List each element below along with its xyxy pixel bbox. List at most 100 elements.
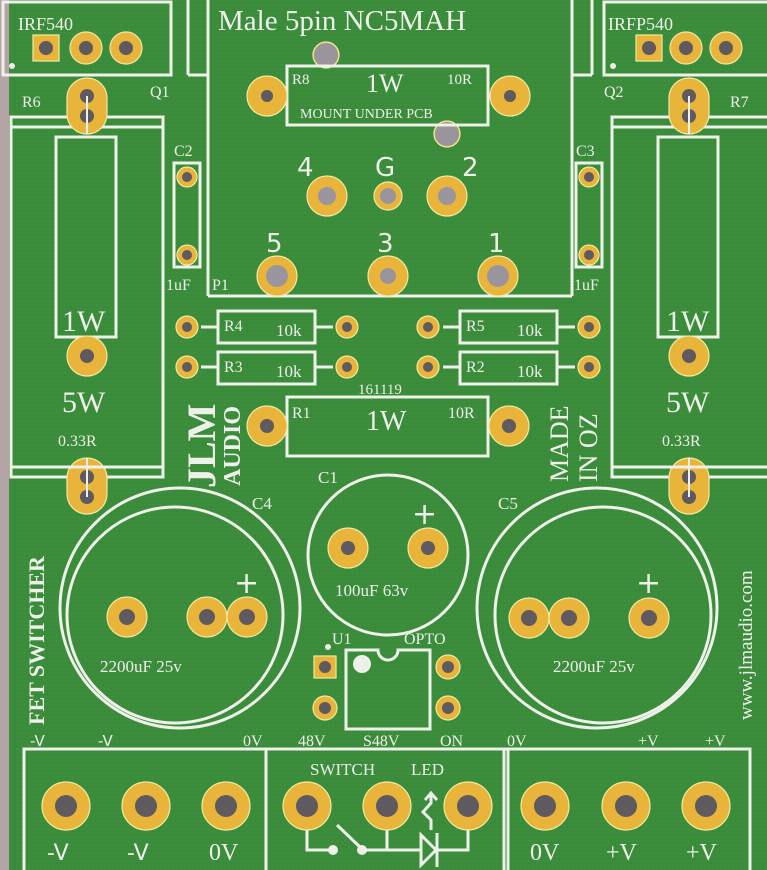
top-label-0v-2: 0V bbox=[507, 733, 527, 750]
r7-value-label: 0.33R bbox=[662, 433, 701, 450]
terminal-top-labels: -V -V 0V 48V S48V ON 0V +V +V bbox=[30, 732, 726, 750]
terminal-label-neg-v-2: -V bbox=[127, 841, 149, 866]
terminal-label-0v-right: 0V bbox=[530, 840, 560, 866]
made-in-label: MADE IN OZ bbox=[545, 405, 603, 482]
c3-footprint: C3 1uF bbox=[574, 143, 604, 294]
r3-value-label: 10k bbox=[276, 362, 302, 381]
top-label-48v: 48V bbox=[298, 733, 326, 750]
top-label-s48v: S48V bbox=[363, 733, 400, 750]
c5-value-label: 2200uF 25v bbox=[553, 657, 635, 676]
c5-ref-label: C5 bbox=[498, 494, 518, 513]
top-label-pos-v-1: +V bbox=[638, 733, 659, 750]
pin-3-label: 3 bbox=[377, 229, 394, 259]
u1-ref-label: U1 bbox=[332, 631, 352, 648]
top-label-0v-1: 0V bbox=[243, 733, 263, 750]
r2-footprint: R2 10k bbox=[416, 350, 601, 386]
r7-power-small-label: 1W bbox=[666, 305, 710, 338]
r8-power-label: 1W bbox=[366, 69, 404, 98]
q1-footprint: IRF540 Q1 bbox=[1, 0, 173, 101]
r6-power-big-label: 5W bbox=[62, 386, 106, 419]
switch-label: SWITCH bbox=[310, 760, 375, 779]
r1-value-label: 10R bbox=[448, 405, 475, 422]
r5-ref-label: R5 bbox=[466, 318, 485, 335]
top-label-on: ON bbox=[440, 733, 464, 750]
top-label-pos-v-2: +V bbox=[705, 733, 726, 750]
pin-4-label: 4 bbox=[297, 153, 314, 183]
c3-ref-label: C3 bbox=[576, 143, 595, 160]
c2-footprint: C2 1uF bbox=[166, 143, 202, 294]
c3-value-label: 1uF bbox=[574, 277, 599, 294]
r6-power-small-label: 1W bbox=[62, 305, 106, 338]
soldermask bbox=[9, 0, 767, 870]
c5-footprint: C5 + 2200uF 25v bbox=[475, 486, 719, 730]
r3-footprint: R3 10k bbox=[175, 350, 359, 386]
r2-ref-label: R2 bbox=[466, 359, 485, 376]
r6-value-label: 0.33R bbox=[58, 433, 97, 450]
pin-1-label: 1 bbox=[488, 229, 505, 259]
top-label-neg-v-2: -V bbox=[98, 732, 114, 750]
board-edge bbox=[0, 0, 10, 870]
u1-part-label: OPTO bbox=[404, 631, 446, 648]
terminal-block-left: -V -V 0V bbox=[22, 747, 268, 870]
r7-power-big-label: 5W bbox=[666, 386, 710, 419]
led-symbol-icon bbox=[419, 790, 470, 869]
r1-footprint: R1 1W 10R bbox=[246, 395, 530, 458]
logo-sub: AUDIO bbox=[220, 406, 246, 486]
c5-polarity: + bbox=[636, 566, 661, 601]
r4-value-label: 10k bbox=[276, 321, 302, 340]
website-label: www.jlmaudio.com bbox=[736, 570, 757, 720]
q2-footprint: IRFP540 Q2 bbox=[602, 0, 767, 101]
pin-5-label: 5 bbox=[266, 229, 283, 259]
connector-title: Male 5pin NC5MAH bbox=[218, 5, 466, 37]
top-label-neg-v-1: -V bbox=[30, 732, 46, 750]
led-label: LED bbox=[411, 760, 444, 779]
r6-footprint: R6 1W 5W 0.33R bbox=[9, 77, 165, 515]
c1-value-label: 100uF 63v bbox=[335, 581, 409, 600]
logo-main: JLM bbox=[179, 404, 224, 488]
c4-polarity: + bbox=[234, 566, 259, 601]
r8-note-label: MOUNT UNDER PCB bbox=[300, 107, 433, 122]
terminal-label-pos-v-2: +V bbox=[686, 840, 718, 866]
terminal-label-pos-v-1: +V bbox=[606, 840, 638, 866]
p1-ref-label: P1 bbox=[212, 277, 229, 294]
u1-footprint: U1 OPTO bbox=[312, 631, 461, 731]
date-code-label: 161119 bbox=[358, 382, 402, 398]
c2-ref-label: C2 bbox=[174, 143, 193, 160]
r2-value-label: 10k bbox=[517, 362, 543, 381]
pin-2-label: 2 bbox=[462, 153, 479, 183]
c1-polarity: + bbox=[412, 497, 437, 532]
terminal-label-neg-v-1: -V bbox=[47, 841, 69, 866]
q2-part-label: IRFP540 bbox=[608, 14, 673, 34]
c1-ref-label: C1 bbox=[318, 468, 338, 487]
c4-footprint: C4 + 2200uF 25v bbox=[58, 486, 302, 730]
r5-value-label: 10k bbox=[517, 321, 543, 340]
r4-footprint: R4 10k bbox=[175, 309, 359, 345]
q1-part-label: IRF540 bbox=[18, 14, 73, 34]
p1-connector-footprint: Male 5pin NC5MAH P1 4 G 2 5 3 1 bbox=[186, 0, 594, 298]
switch-symbol-icon bbox=[305, 823, 420, 855]
made-in-line2: IN OZ bbox=[574, 413, 603, 482]
r8-footprint: R8 1W 10R MOUNT UNDER PCB bbox=[246, 64, 531, 127]
r7-footprint: R7 1W 5W 0.33R bbox=[610, 77, 767, 515]
terminal-block-middle: SWITCH LED bbox=[264, 747, 510, 870]
r5-footprint: R5 10k bbox=[416, 309, 601, 345]
q2-ref-label: Q2 bbox=[604, 84, 624, 101]
fet-switcher-label: FET SWITCHER bbox=[24, 555, 49, 725]
r4-ref-label: R4 bbox=[224, 318, 243, 335]
r8-value-label: 10R bbox=[447, 72, 472, 88]
r8-ref-label: R8 bbox=[292, 72, 310, 88]
pin-g-label: G bbox=[375, 153, 395, 183]
terminal-block-right: 0V +V +V bbox=[502, 747, 752, 870]
r1-ref-label: R1 bbox=[292, 405, 311, 422]
r6-ref-label: R6 bbox=[22, 94, 41, 111]
c4-ref-label: C4 bbox=[252, 494, 272, 513]
terminal-label-0v: 0V bbox=[209, 840, 239, 866]
r7-ref-label: R7 bbox=[730, 94, 749, 111]
c2-value-label: 1uF bbox=[166, 277, 191, 294]
made-in-line1: MADE bbox=[545, 405, 574, 482]
c4-value-label: 2200uF 25v bbox=[100, 657, 182, 676]
c1-footprint: C1 + 100uF 63v bbox=[306, 468, 470, 637]
jlm-audio-logo: JLM AUDIO bbox=[179, 404, 246, 488]
r1-power-label: 1W bbox=[366, 406, 407, 437]
